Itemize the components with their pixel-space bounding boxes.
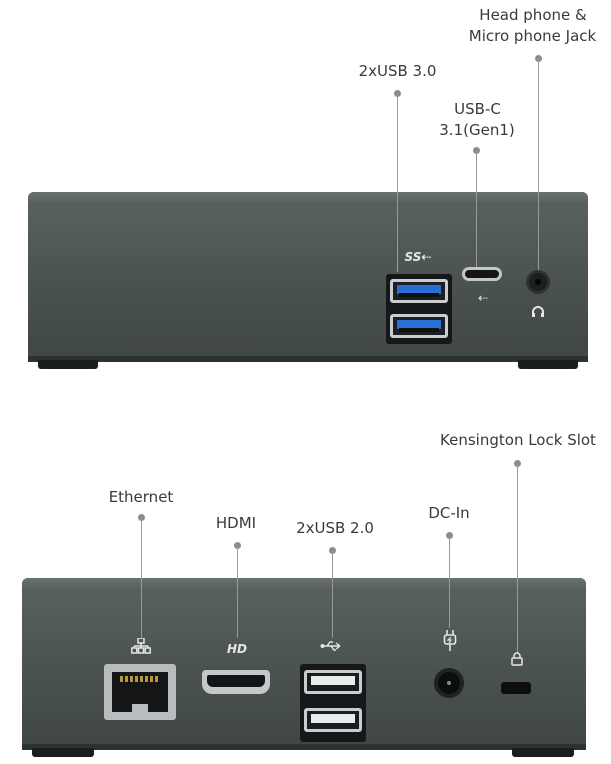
- headphone-label-line2: Micro phone Jack: [468, 27, 597, 45]
- usb30-port-top: [390, 279, 448, 303]
- kensington-callout-line: [517, 464, 518, 654]
- dcin-port: [434, 668, 464, 698]
- hdmi-label: HDMI: [215, 514, 257, 532]
- network-icon: [131, 638, 151, 654]
- ethernet-port: [104, 664, 176, 720]
- headset-icon: [532, 306, 544, 317]
- kensington-lock-slot: [501, 682, 531, 694]
- kensington-callout-line-over: [517, 578, 518, 654]
- usb20-port-top: [304, 670, 362, 694]
- usb20-callout-dot: [329, 547, 336, 554]
- back-right-foot: [512, 748, 574, 757]
- dcin-label: DC-In: [428, 504, 470, 522]
- usb30-callout-dot: [394, 90, 401, 97]
- lock-icon: [511, 652, 523, 666]
- dcin-callout-dot: [446, 532, 453, 539]
- headphone-label-line1: Head phone &: [479, 6, 587, 24]
- hdmi-port: [202, 670, 270, 694]
- front-right-foot: [518, 360, 578, 369]
- usb20-callout-line-over: [332, 578, 333, 638]
- dcin-callout-line-over: [449, 578, 450, 628]
- usb30-port-bottom: [390, 314, 448, 338]
- ethernet-callout-dot: [138, 514, 145, 521]
- headphone-callout-line-over: [538, 192, 539, 271]
- usb20-port-bottom: [304, 708, 362, 732]
- usbc-callout-dot: [473, 147, 480, 154]
- usb30-label: 2xUSB 3.0: [358, 62, 437, 80]
- ethernet-label: Ethernet: [108, 488, 174, 506]
- hdmi-callout-line-over: [237, 578, 238, 638]
- usb-icon-front: ⇠: [477, 291, 489, 305]
- hdmi-logo-icon: HD: [226, 642, 247, 656]
- headphone-jack: [526, 270, 550, 294]
- usb20-label: 2xUSB 2.0: [296, 519, 374, 537]
- headphone-callout-line: [538, 59, 539, 271]
- usb30-callout-line: [397, 94, 398, 272]
- usbc-label-line2: 3.1(Gen1): [439, 121, 515, 139]
- usbc-port: [462, 267, 502, 281]
- headphone-callout-dot: [535, 55, 542, 62]
- power-plug-icon: [443, 630, 457, 651]
- usb30-callout-line-over: [397, 192, 398, 272]
- front-left-foot: [38, 360, 98, 369]
- hdmi-callout-dot: [234, 542, 241, 549]
- usb-icon-back: [320, 641, 341, 651]
- usb3-ss-icon: SS⇠: [404, 250, 432, 264]
- kensington-callout-dot: [514, 460, 521, 467]
- device-front-panel: [28, 192, 588, 362]
- kensington-label: Kensington Lock Slot: [440, 431, 596, 449]
- back-left-foot: [32, 748, 94, 757]
- ethernet-callout-line-over: [141, 578, 142, 638]
- usbc-callout-line-over: [476, 192, 477, 269]
- usbc-label-line1: USB-C: [454, 100, 501, 118]
